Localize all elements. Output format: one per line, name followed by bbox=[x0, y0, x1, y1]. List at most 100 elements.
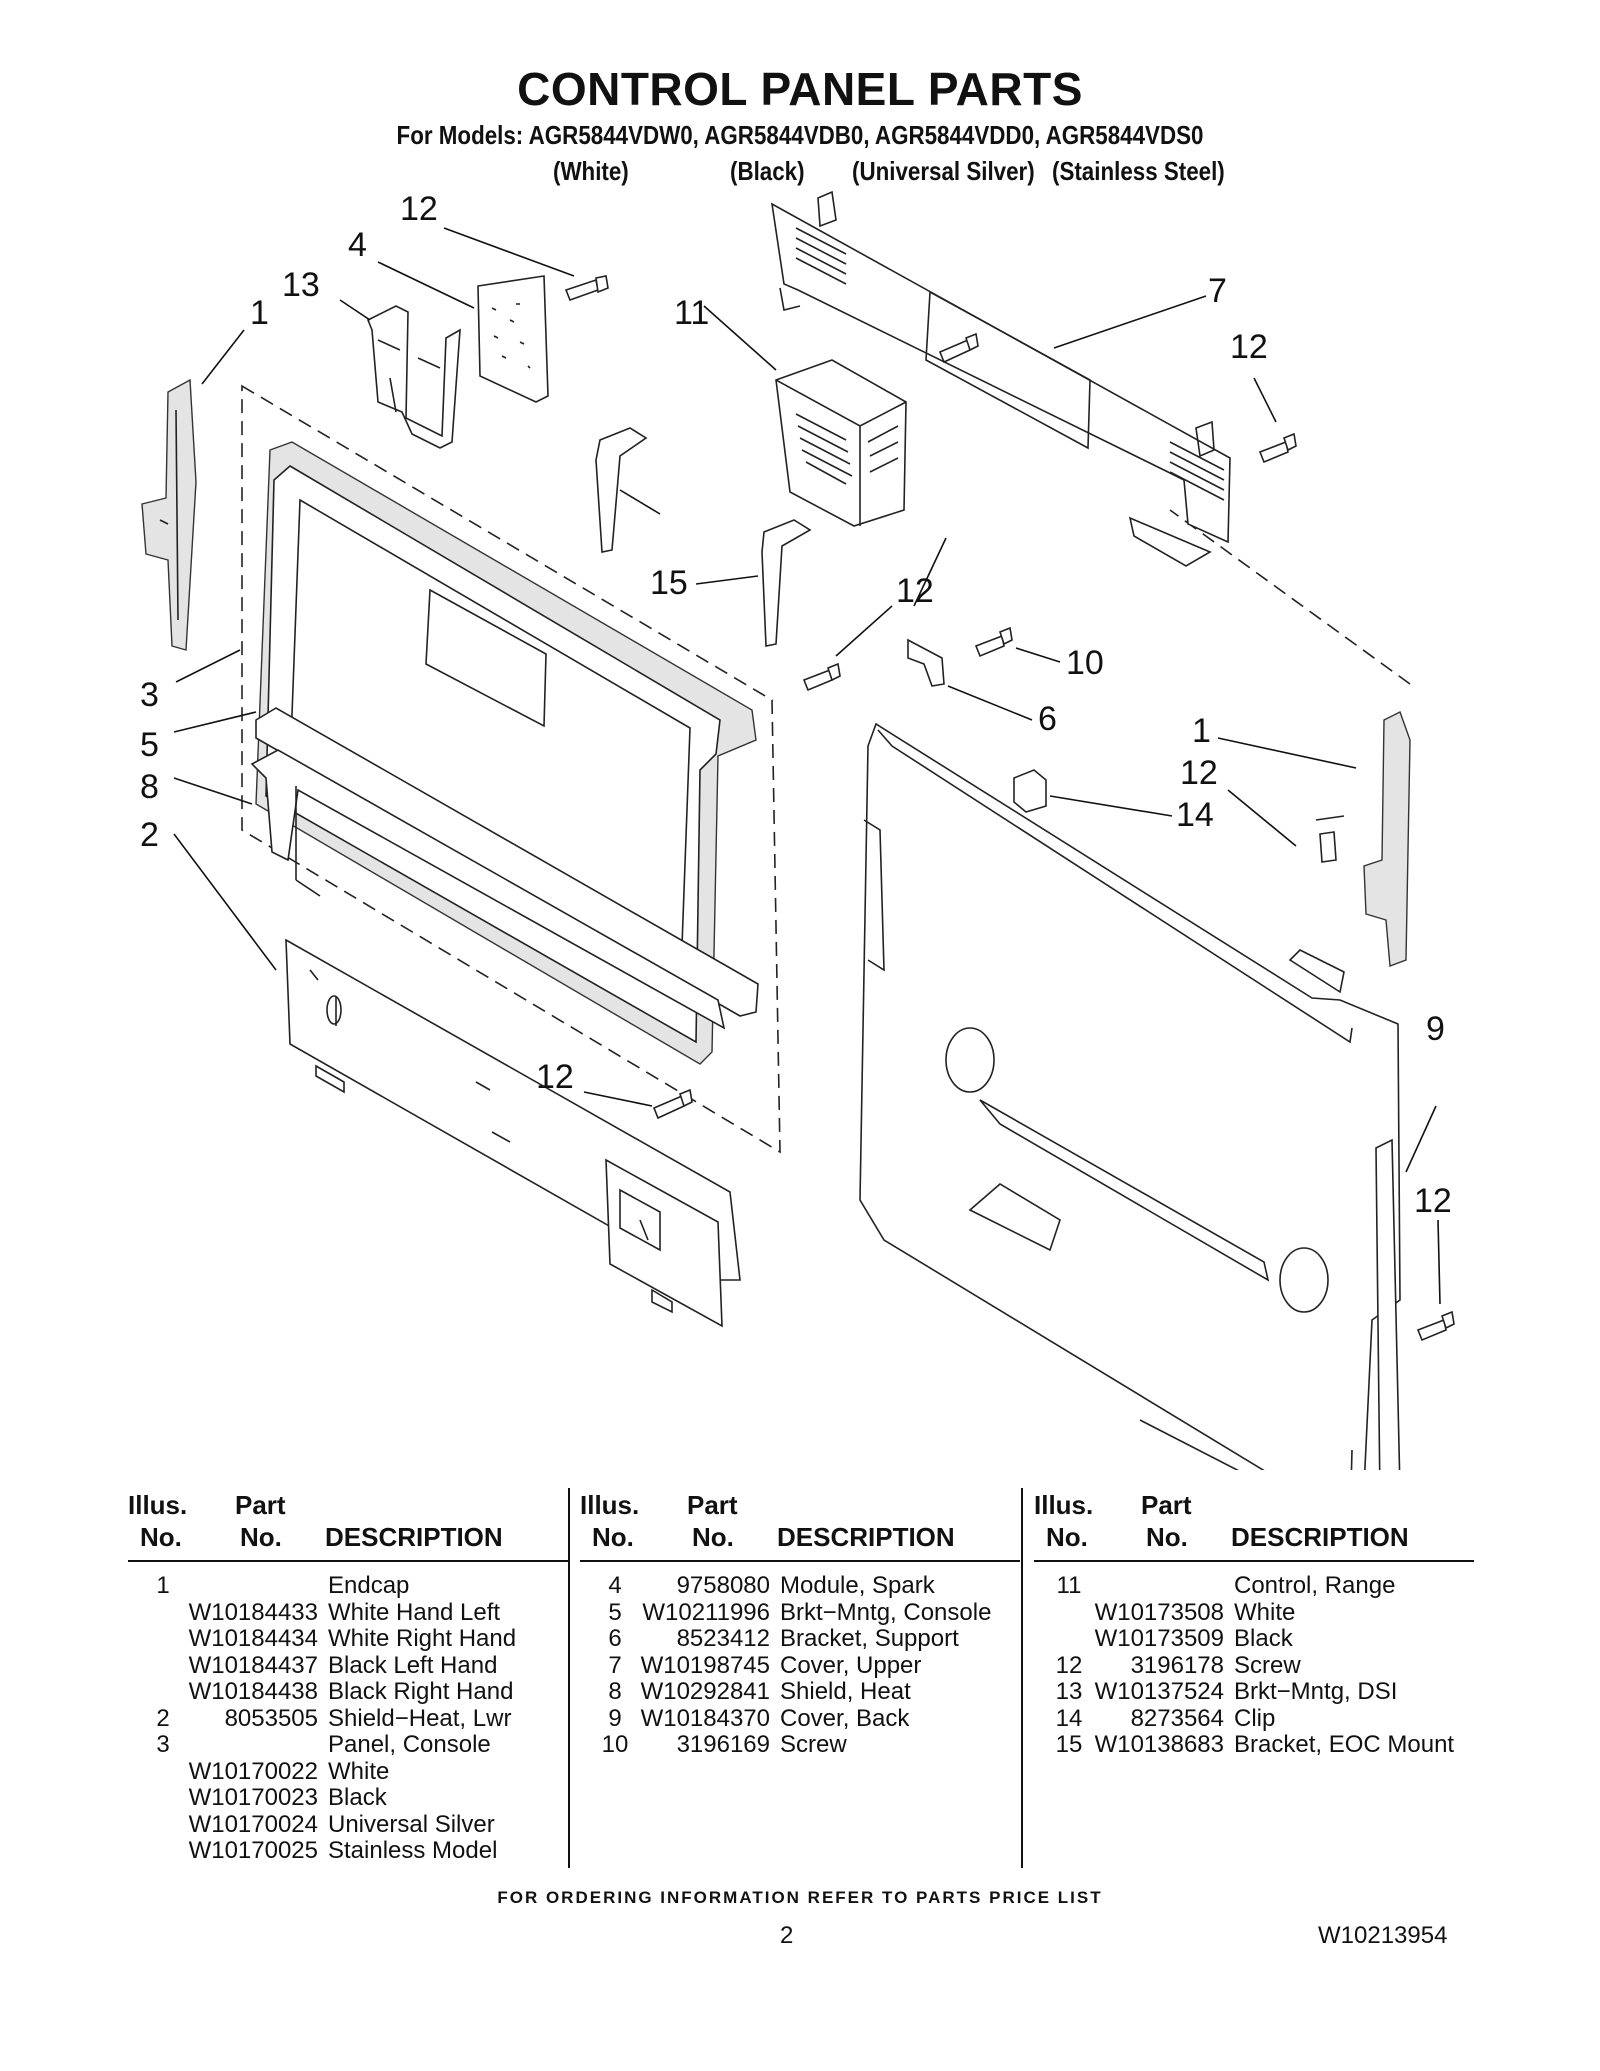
header-part: Part bbox=[1141, 1490, 1192, 1520]
header-illus: Illus. bbox=[580, 1490, 640, 1520]
callout-4: 4 bbox=[348, 226, 367, 264]
part-description: Brkt−Mntg, DSI bbox=[1234, 1678, 1398, 1705]
part-number: 8523412 bbox=[676, 1625, 770, 1652]
part-description: Screw bbox=[1234, 1651, 1301, 1679]
part-description: White bbox=[1234, 1598, 1296, 1626]
callout-12: 12 bbox=[1230, 328, 1268, 366]
endcap-left bbox=[141, 378, 197, 651]
illus-number: 12 bbox=[1055, 1651, 1083, 1679]
table-divider bbox=[568, 1488, 570, 1868]
part-description: Module, Spark bbox=[780, 1572, 935, 1599]
lower-heat-shield bbox=[285, 938, 741, 1328]
part-description: Universal Silver bbox=[328, 1810, 495, 1838]
part-number: W10170024 bbox=[188, 1810, 318, 1838]
callout-13: 13 bbox=[282, 266, 320, 304]
screw-10 bbox=[974, 626, 1013, 658]
part-description: Black bbox=[328, 1784, 387, 1811]
part-number: 3196178 bbox=[1130, 1651, 1224, 1679]
callout-9: 9 bbox=[1426, 1010, 1445, 1048]
illus-number: 13 bbox=[1055, 1678, 1083, 1705]
color-label-stainless: (Stainless Steel) bbox=[1052, 156, 1225, 186]
eoc-bracket-lower bbox=[761, 519, 812, 647]
callout-3: 3 bbox=[140, 676, 159, 714]
table-row: 12 3196178 Screw bbox=[1034, 1652, 1474, 1679]
assembly-outline bbox=[241, 384, 781, 1154]
screw-console bbox=[802, 662, 841, 692]
header-illus: Illus. bbox=[128, 1490, 188, 1520]
heat-shield bbox=[250, 749, 726, 1030]
part-number: W10170022 bbox=[188, 1757, 318, 1785]
part-description: Black Right Hand bbox=[328, 1678, 514, 1705]
part-number: 8053505 bbox=[224, 1704, 318, 1732]
illus-number: 4 bbox=[608, 1572, 622, 1599]
part-number: W10138683 bbox=[1094, 1731, 1224, 1758]
back-cover-side bbox=[1375, 1138, 1401, 1470]
part-number: W10184438 bbox=[188, 1678, 318, 1705]
illus-number: 5 bbox=[608, 1598, 622, 1626]
screw-middle bbox=[652, 1088, 693, 1120]
header-part-no: No. bbox=[1146, 1522, 1188, 1552]
illus-number: 3 bbox=[156, 1731, 170, 1758]
header-part-no: No. bbox=[692, 1522, 734, 1552]
table-row: W10170024 Universal Silver bbox=[128, 1811, 568, 1838]
screw-top bbox=[564, 275, 609, 302]
table-row: W10184434 White Right Hand bbox=[128, 1625, 568, 1652]
page-title: CONTROL PANEL PARTS bbox=[517, 63, 1083, 115]
table-row: 15 W10138683 Bracket, EOC Mount bbox=[1034, 1731, 1474, 1758]
part-number: W10184434 bbox=[188, 1625, 318, 1652]
part-description: Brkt−Mntg, Console bbox=[780, 1598, 992, 1626]
part-number: W10184437 bbox=[188, 1651, 318, 1679]
part-description: Endcap bbox=[328, 1572, 410, 1599]
part-description: Cover, Back bbox=[780, 1704, 910, 1732]
callout-12: 12 bbox=[400, 190, 438, 228]
part-description: Shield, Heat bbox=[780, 1678, 911, 1705]
part-description: White Right Hand bbox=[328, 1625, 517, 1652]
callout-2: 2 bbox=[140, 816, 159, 854]
header-part-no: No. bbox=[240, 1522, 282, 1552]
clip bbox=[1013, 769, 1047, 813]
part-description: Screw bbox=[780, 1731, 847, 1758]
callout-5: 5 bbox=[140, 726, 159, 764]
illus-number: 1 bbox=[156, 1572, 170, 1599]
header-description: DESCRIPTION bbox=[777, 1522, 955, 1552]
table-row: 3 Panel, Console bbox=[128, 1731, 568, 1758]
part-description: Cover, Upper bbox=[780, 1651, 922, 1679]
header-part: Part bbox=[235, 1490, 286, 1520]
part-description: Panel, Console bbox=[328, 1731, 491, 1758]
screw-control bbox=[938, 332, 979, 364]
part-number: W10137524 bbox=[1094, 1678, 1224, 1705]
spark-module bbox=[477, 275, 549, 403]
part-number: W10173508 bbox=[1094, 1598, 1224, 1626]
part-number: 3196169 bbox=[676, 1731, 770, 1758]
table-row: W10173508 White bbox=[1034, 1599, 1474, 1626]
illus-number: 8 bbox=[608, 1678, 622, 1705]
part-description: Bracket, EOC Mount bbox=[1234, 1731, 1455, 1758]
dsi-mounting-bracket bbox=[366, 305, 461, 449]
header-description: DESCRIPTION bbox=[325, 1522, 503, 1552]
upper-cover bbox=[770, 190, 1231, 567]
part-number: W10198745 bbox=[640, 1651, 770, 1679]
illus-number: 11 bbox=[1056, 1572, 1082, 1599]
part-number: W10170023 bbox=[188, 1784, 318, 1811]
callout-12: 12 bbox=[896, 572, 934, 610]
illus-number: 15 bbox=[1055, 1731, 1083, 1758]
part-number: W10211996 bbox=[642, 1598, 770, 1626]
screw-bottom-right bbox=[1416, 1310, 1455, 1342]
callout-11: 11 bbox=[674, 294, 709, 332]
range-control bbox=[775, 359, 907, 527]
illus-number: 14 bbox=[1055, 1704, 1083, 1732]
support-bracket bbox=[907, 638, 945, 687]
header-part: Part bbox=[687, 1490, 738, 1520]
table-divider bbox=[1021, 1488, 1023, 1868]
